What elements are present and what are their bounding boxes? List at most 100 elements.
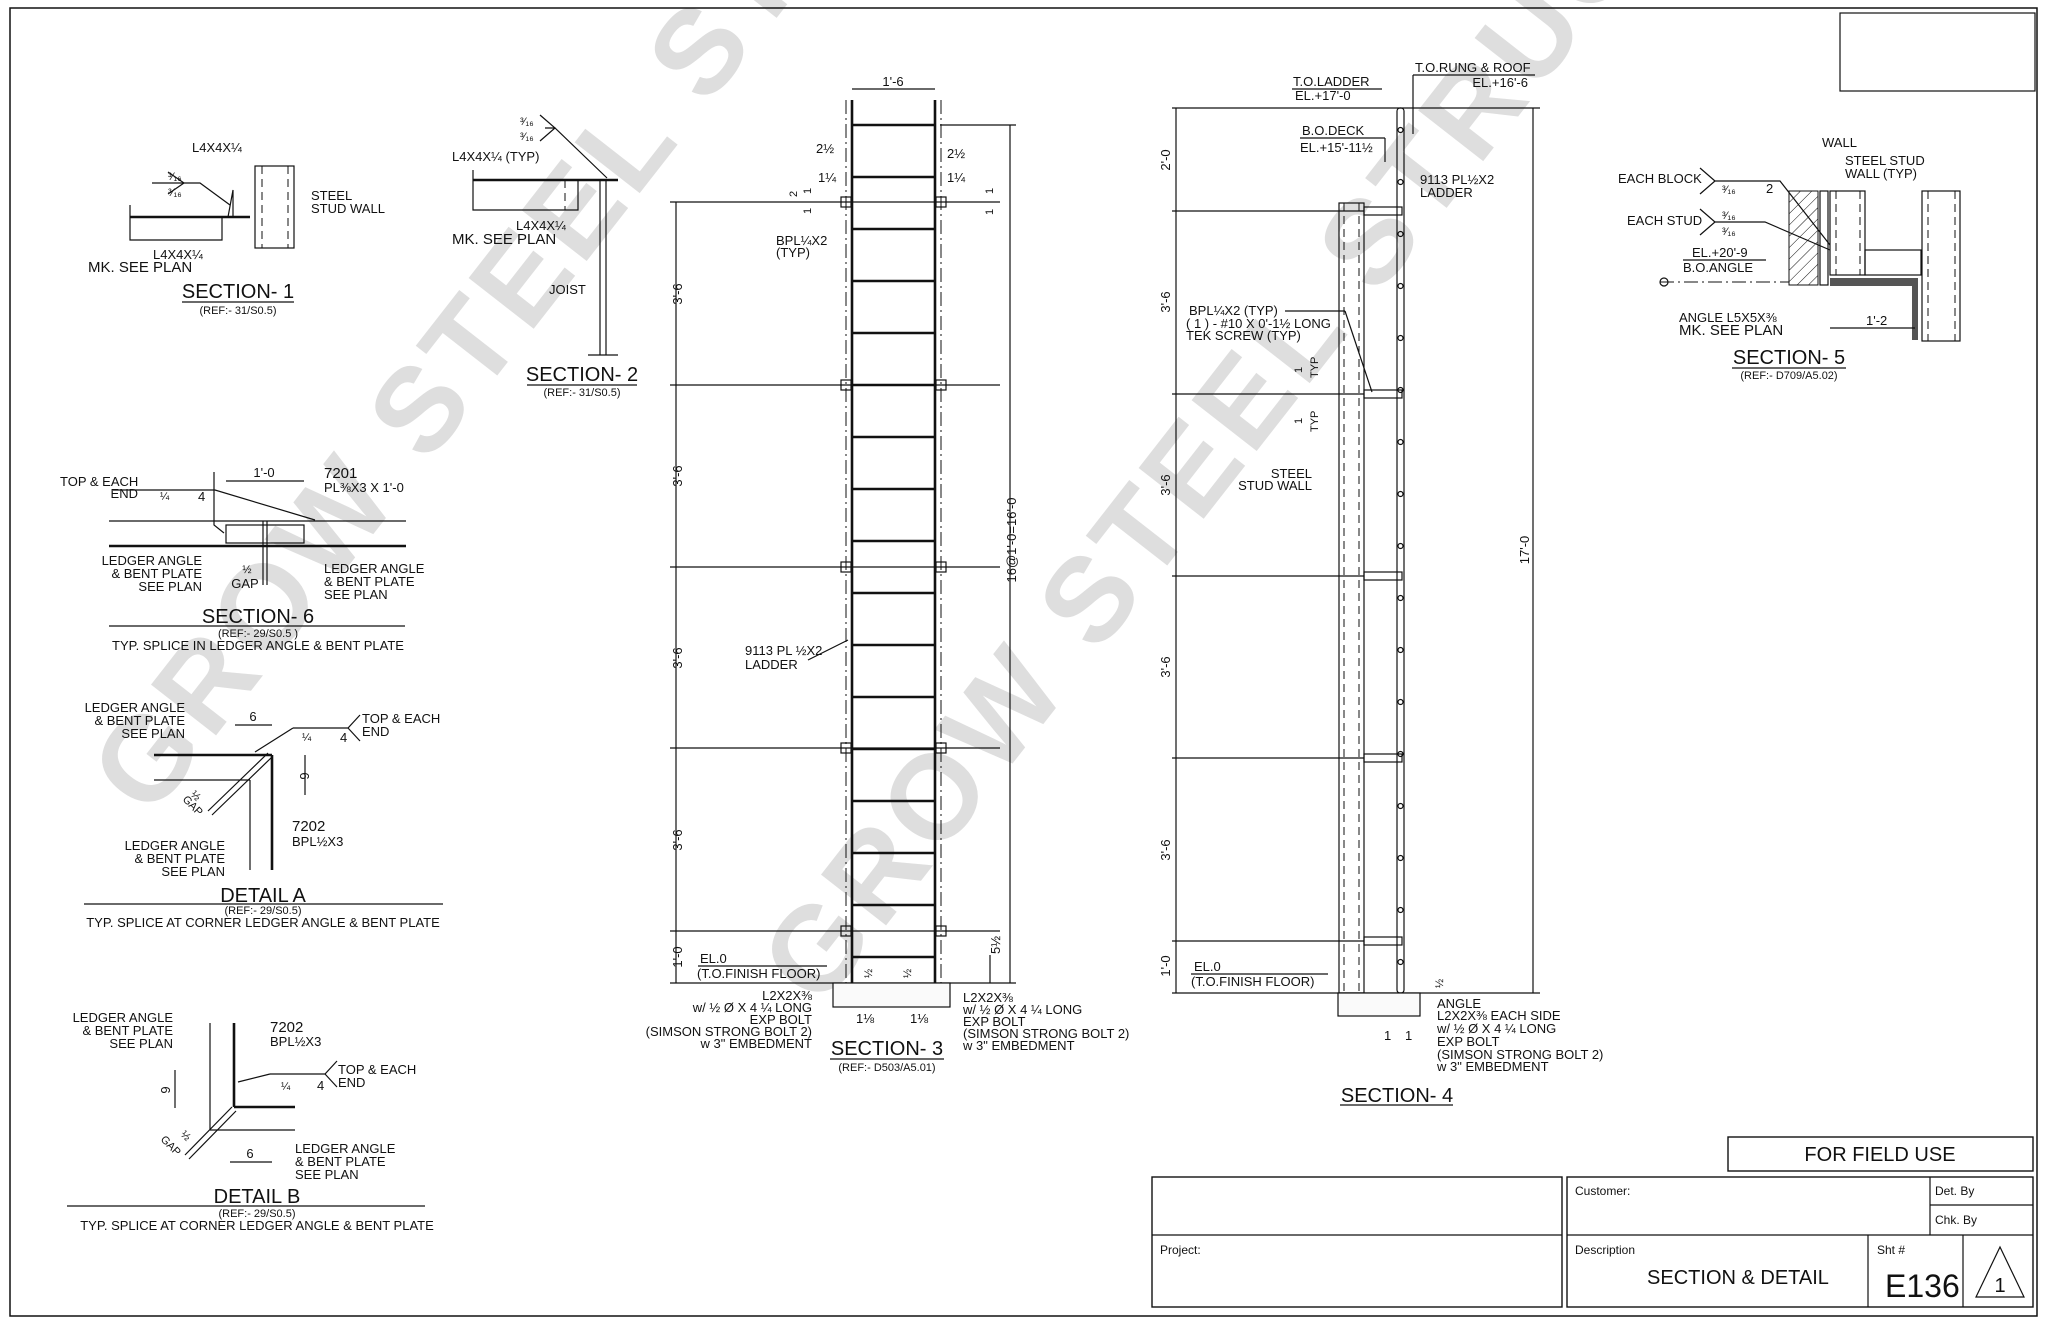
revision-triangle-icon	[1975, 1245, 2025, 1298]
anchor-note-right: (SIMSON STRONG BOLT 2)	[963, 1026, 1129, 1041]
weld-length: 4	[198, 489, 205, 504]
edge-dim: 2	[788, 191, 800, 197]
sheet-label: Sht #	[1877, 1243, 1905, 1257]
edge-dim: 1¼	[947, 170, 965, 185]
edge-dim: 1	[984, 188, 996, 194]
gap-label: GAP	[231, 576, 258, 591]
detail-b: LEDGER ANGLE & BENT PLATE SEE PLAN 7202 …	[67, 1010, 434, 1233]
ledger-label-bottom: SEE PLAN	[295, 1167, 359, 1182]
floor-elevation: EL.0	[700, 951, 727, 966]
section-title: SECTION- 2	[526, 364, 638, 386]
detail-caption: TYP. SPLICE AT CORNER LEDGER ANGLE & BEN…	[80, 1218, 434, 1233]
section-1: ³⁄₁₆ ³⁄₁₆ L4X4X¼ STEEL STUD WALL L4X4X¼ …	[88, 140, 385, 317]
top-rung-label: T.O.RUNG & ROOF	[1415, 60, 1531, 75]
typ-dim: TYP	[1309, 411, 1321, 432]
rung-hole	[1397, 542, 1404, 550]
detail-ref: (REF:- 29/S0.5)	[218, 1208, 295, 1220]
bracket-plate	[935, 561, 947, 573]
gap-dim: ½	[242, 564, 251, 576]
ledger-label-top: SEE PLAN	[109, 1036, 173, 1051]
dim-label: 1'-0	[253, 465, 274, 480]
bracket-plate	[935, 196, 947, 208]
spacing-dim: 3'-6	[670, 829, 685, 850]
joist-label: JOIST	[549, 282, 586, 297]
wall-label: STUD WALL	[1238, 478, 1312, 493]
ledger-label-top: SEE PLAN	[121, 726, 185, 741]
spacing-dim: 3'-6	[1158, 291, 1173, 312]
section-5: WALL STEEL STUD WALL (TYP) EACH BLOCK ³⁄…	[1618, 135, 1961, 382]
bracket-plate	[935, 925, 947, 937]
overall-dim: 16@1'-0=16'-0	[1004, 497, 1019, 582]
deck-label: B.O.DECK	[1302, 123, 1364, 138]
sheet-border	[9, 7, 2038, 1317]
detail-caption: TYP. SPLICE AT CORNER LEDGER ANGLE & BEN…	[86, 915, 440, 930]
detail-a: LEDGER ANGLE & BENT PLATE SEE PLAN 6 TOP…	[84, 700, 443, 930]
detail-title: DETAIL A	[220, 885, 306, 907]
rung-hole	[1397, 646, 1404, 654]
anchor-note-right: EXP BOLT	[963, 1014, 1025, 1029]
wall-label: WALL	[1822, 135, 1857, 150]
anchor-note: L2X2X⅜ EACH SIDE	[1437, 1008, 1561, 1023]
rung-hole	[1397, 802, 1404, 810]
elevation: EL.+20'-9	[1692, 245, 1748, 260]
top-rung-elev: EL.+16'-6	[1472, 75, 1528, 90]
bracket-label: BPL¼X2 (TYP)	[1189, 303, 1278, 318]
deck-elev: EL.+15'-11½	[1300, 140, 1373, 155]
weld-size: ¼	[302, 732, 312, 744]
plate-size: BPL½X3	[270, 1034, 321, 1049]
anchor-note: w/ ½ Ø X 4 ¼ LONG	[1436, 1021, 1556, 1036]
floor-label: (T.O.FINISH FLOOR)	[1191, 974, 1315, 989]
ladder-label: 9113 PL½X2	[1420, 172, 1494, 187]
ledger-label-right: & BENT PLATE	[324, 574, 415, 589]
anchor-note-left: EXP BOLT	[750, 1012, 812, 1027]
edge-dim: 1¼	[818, 170, 836, 185]
project-label: Project:	[1160, 1243, 1201, 1257]
spacing-dim: 2'-0	[1158, 149, 1173, 170]
overall-dim: 17'-0	[1517, 536, 1532, 565]
section-title: SECTION- 5	[1733, 347, 1845, 369]
ledger-label-top: & BENT PLATE	[82, 1023, 173, 1038]
customer-label: Customer:	[1575, 1184, 1630, 1198]
bracket-label: BPL¼X2	[776, 233, 827, 248]
width-dim: 1'-6	[882, 74, 903, 89]
bracket-plate	[935, 379, 947, 391]
weld-note: END	[338, 1075, 365, 1090]
dim-label: ½	[863, 969, 875, 978]
anchor-note-left: w/ ½ Ø X 4 ¼ LONG	[692, 1000, 812, 1015]
wall-label: STEEL	[311, 188, 352, 203]
weld-length: 2	[1766, 181, 1773, 196]
ledger-label-bottom: LEDGER ANGLE	[295, 1141, 396, 1156]
bracket-plate	[840, 561, 852, 573]
bracket-plate	[1363, 389, 1403, 399]
section-title: SECTION- 1	[182, 281, 294, 303]
edge-dim: 2½	[947, 146, 965, 161]
section-3: 1'-6 16@1'-0=16'-0 5½ 3'-6 3'-6 3'-6 3'-…	[646, 74, 1130, 1074]
angle-label-bottom: L4X4X¼	[153, 247, 203, 262]
anchor-note: EXP BOLT	[1437, 1034, 1499, 1049]
section-ref: (REF:- D709/A5.02)	[1740, 370, 1837, 382]
weld-size-bottom: ³⁄₁₆	[168, 187, 182, 199]
weld-size: ³⁄₁₆	[1722, 210, 1736, 222]
chk-by-label: Chk. By	[1935, 1213, 1977, 1227]
anchor-note-right: L2X2X⅜	[963, 990, 1013, 1005]
ladder-brackets	[670, 196, 1000, 937]
bracket-plate	[840, 925, 852, 937]
top-right-box	[1839, 12, 2036, 92]
ledger-label-left: SEE PLAN	[138, 579, 202, 594]
angle-typ-label: L4X4X¼ (TYP)	[452, 149, 539, 164]
ledger-label-top: LEDGER ANGLE	[85, 700, 186, 715]
section-ref: (REF:- 31/S0.5)	[543, 387, 620, 399]
weld-note: TOP & EACH	[362, 711, 440, 726]
plate-size: BPL½X3	[292, 834, 343, 849]
weld-size: ¼	[160, 491, 170, 503]
top-ladder-elev: EL.+17'-0	[1295, 88, 1351, 103]
stud-label: WALL (TYP)	[1845, 166, 1917, 181]
section-title: SECTION- 4	[1341, 1085, 1453, 1107]
edge-dim: 1	[802, 188, 814, 194]
ledger-label-bottom: & BENT PLATE	[295, 1154, 386, 1169]
det-by-label: Det. By	[1935, 1184, 1974, 1198]
sheet-number: E136	[1885, 1268, 1960, 1304]
section-ref: (REF:- D503/A5.01)	[838, 1062, 935, 1074]
weld-note: TOP & EACH	[338, 1062, 416, 1077]
weld-size-top: ³⁄₁₆	[520, 116, 534, 128]
